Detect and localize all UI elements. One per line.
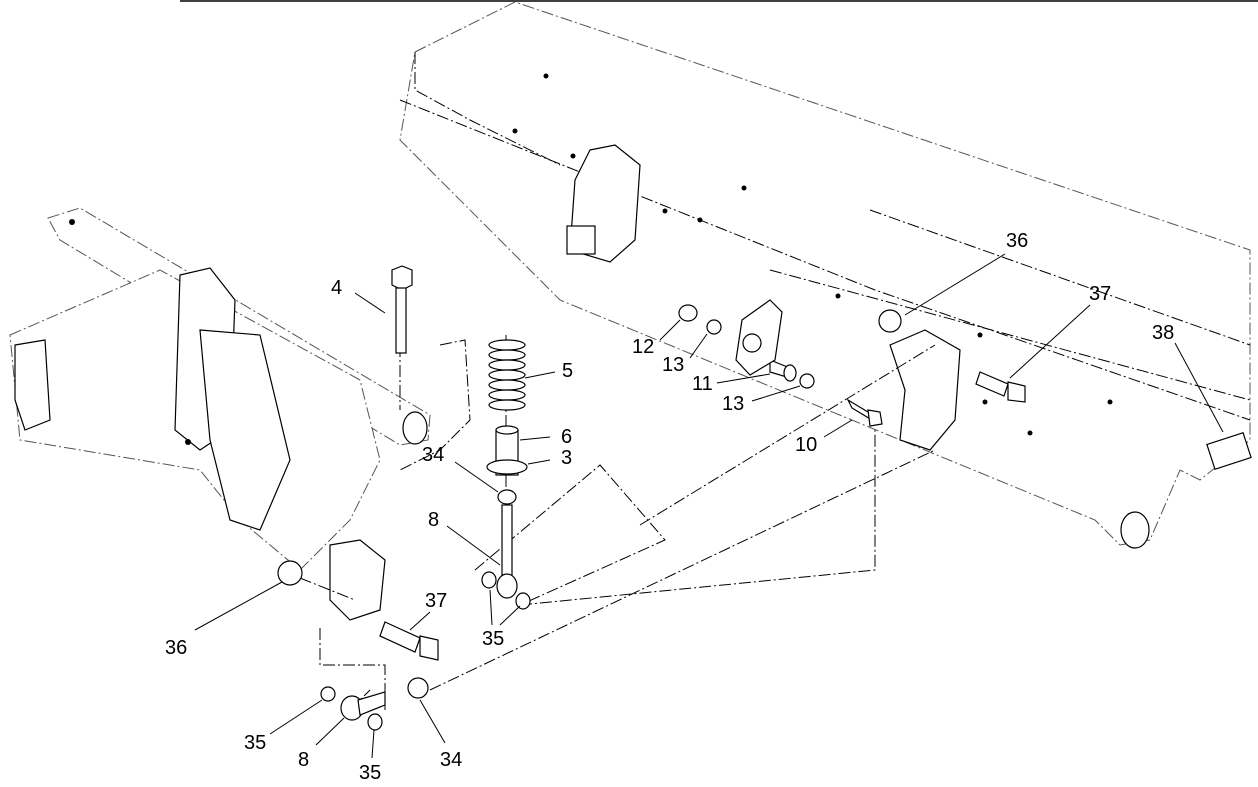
part-nut-36-lower <box>277 560 303 586</box>
callout-36-upper: 36 <box>1006 230 1028 252</box>
part-bolt-37-upper <box>975 371 1026 403</box>
part-bolt-37-lower <box>379 621 439 661</box>
callout-13-b: 13 <box>722 393 744 415</box>
callout-3: 3 <box>561 447 572 469</box>
callout-8-upper: 8 <box>428 509 439 531</box>
callout-11: 11 <box>692 373 713 395</box>
callout-13-a: 13 <box>662 354 684 376</box>
callout-34-upper: 34 <box>422 444 444 466</box>
callout-4: 4 <box>331 277 342 299</box>
part-spacer-35-d <box>367 713 383 731</box>
part-washer-13-b <box>799 373 815 389</box>
callout-35-lower-right: 35 <box>359 762 381 784</box>
part-spacer-35-c <box>320 686 336 702</box>
part-bolt-4 <box>391 265 413 354</box>
part-washer-3 <box>486 459 528 475</box>
part-rod-end-8-lower <box>340 691 386 721</box>
callout-35-upper: 35 <box>482 628 504 650</box>
part-spacer-35-a <box>481 571 497 589</box>
part-spring-5 <box>488 339 526 411</box>
callout-labels: 4 5 6 3 34 8 35 12 13 11 13 10 36 37 38 … <box>165 230 1174 784</box>
part-washer-13-a <box>706 319 722 335</box>
callout-38: 38 <box>1152 322 1174 344</box>
part-bolt-10 <box>846 398 883 427</box>
part-bushing-11 <box>769 359 797 382</box>
part-nut-12 <box>678 304 698 322</box>
rear-frame-ghost <box>399 1 1252 549</box>
callout-34-lower: 34 <box>440 749 462 771</box>
leader-lines <box>194 253 1224 759</box>
callout-37-upper: 37 <box>1089 283 1111 305</box>
front-frame-ghost <box>9 207 431 621</box>
callout-37-lower: 37 <box>425 590 447 612</box>
part-rod-end-8-upper <box>496 504 518 599</box>
part-nut-34-lower <box>407 677 429 699</box>
callout-35-lower-left: 35 <box>244 732 266 754</box>
part-nut-34-upper <box>497 489 517 505</box>
part-pivot-link <box>735 299 783 376</box>
callout-10: 10 <box>795 434 817 456</box>
callout-8-lower: 8 <box>298 749 309 771</box>
part-spacer-35-b <box>515 592 531 610</box>
callout-12: 12 <box>632 336 654 358</box>
callout-36-lower: 36 <box>165 637 187 659</box>
callout-5: 5 <box>562 360 573 382</box>
callout-6: 6 <box>561 426 572 448</box>
part-nut-36-upper <box>878 309 902 333</box>
